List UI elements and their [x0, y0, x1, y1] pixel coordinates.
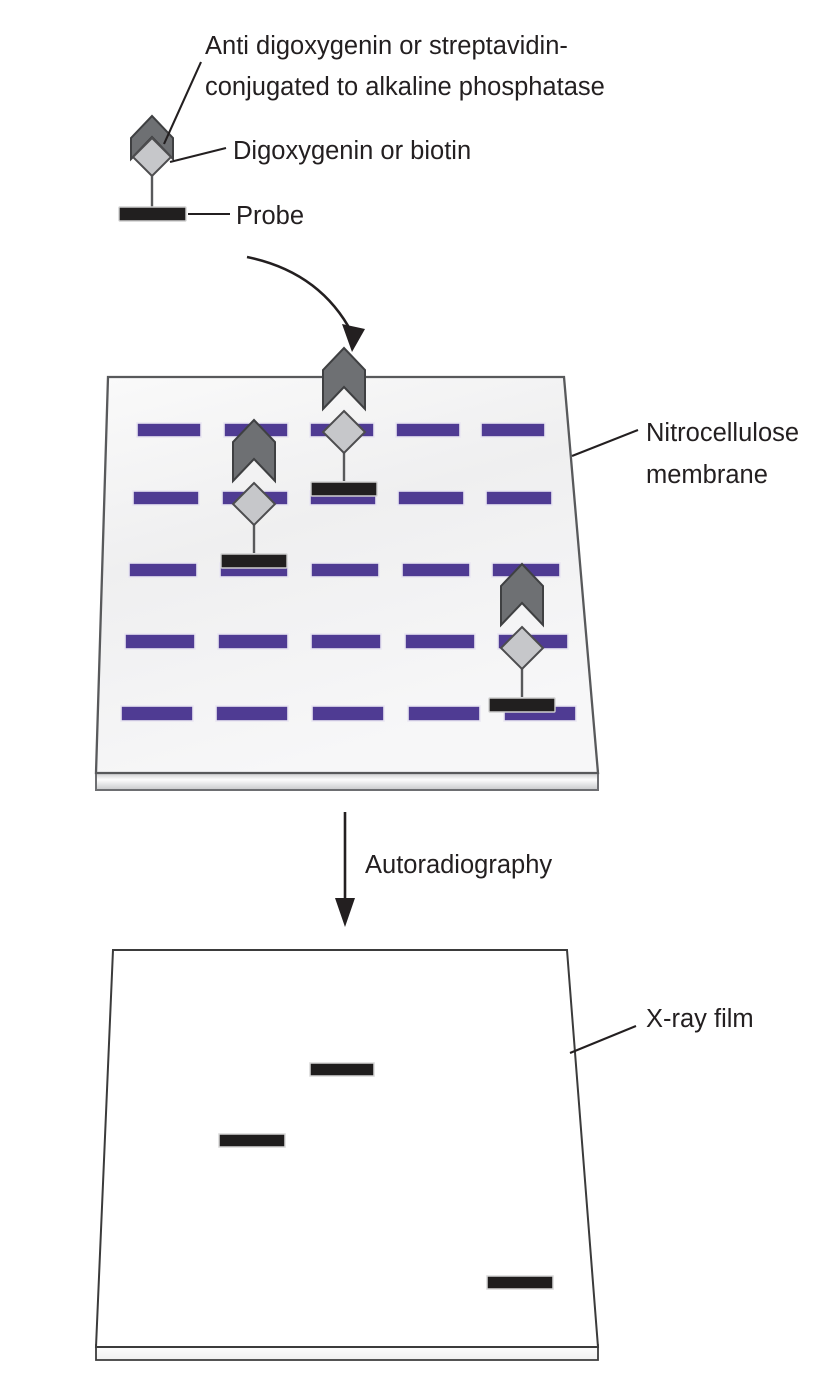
film-band	[218, 1133, 286, 1148]
down-arrow-icon	[335, 812, 355, 927]
film-band	[309, 1062, 375, 1077]
antibody-leader-line	[163, 61, 202, 145]
curved-down-right-arrow-icon	[246, 255, 365, 352]
membrane-band-row	[128, 562, 561, 578]
membrane-band-row	[120, 705, 577, 722]
membrane-label-line1: Nitrocellulose	[646, 419, 799, 447]
film-label: X-ray film	[646, 1005, 754, 1033]
x-ray-film	[94, 949, 600, 1361]
membrane-label-line2: membrane	[646, 461, 768, 489]
membrane-leader-line	[571, 429, 639, 457]
legend-probe-complex	[118, 114, 187, 222]
probe-label: Probe	[236, 202, 304, 230]
film-leader-line	[569, 1025, 637, 1054]
film-surface	[94, 949, 600, 1348]
hapten-leader-line	[169, 146, 227, 164]
antibody-label-line1: Anti digoxygenin or streptavidin-	[205, 32, 568, 60]
nitrocellulose-membrane	[94, 346, 600, 791]
hapten-label: Digoxygenin or biotin	[233, 137, 471, 165]
probe-bar-icon	[118, 206, 187, 222]
film-band	[486, 1275, 554, 1290]
process-step-label: Autoradiography	[365, 851, 552, 879]
antibody-label-line2: conjugated to alkaline phosphatase	[205, 73, 605, 101]
